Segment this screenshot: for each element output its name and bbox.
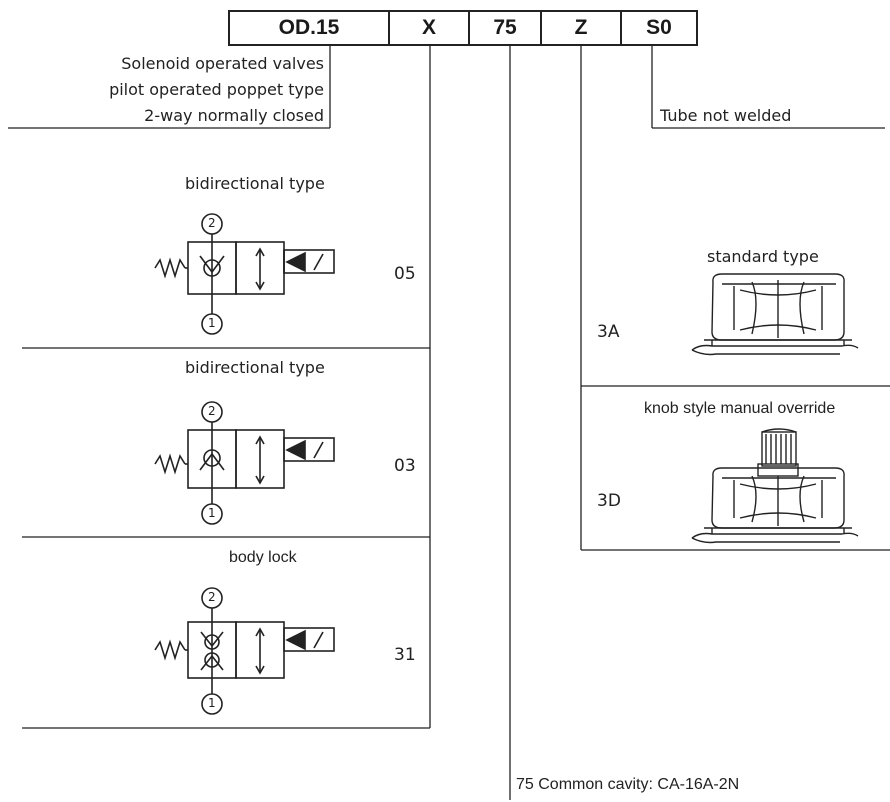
port-1-label: 1 [208,696,216,710]
tube-label: Tube not welded [660,106,792,125]
valve-symbol-05 [154,213,335,335]
code-box-x: X [388,10,470,46]
series-desc-line1: Solenoid operated valves [121,54,324,73]
override-drawing-3A [691,273,859,356]
cavity-text: Common cavity: CA-16A-2N [538,776,740,793]
port-1-label: 1 [208,506,216,520]
override-code-3D: 3D [597,491,621,511]
override-title-3A: standard type [707,247,819,266]
override-drawing-3D [691,428,859,544]
port-2-label: 2 [208,216,216,230]
override-title-3D: knob style manual override [644,400,836,417]
field4-code: Z [574,16,588,39]
field2-code: X [421,16,436,39]
variant-code-31: 31 [394,645,416,665]
code-box-75: 75 [468,10,542,46]
series-desc-line2: pilot operated poppet type [109,80,324,99]
valve-symbol-31 [154,587,335,715]
port-1-label: 1 [208,316,216,330]
variant-code-05: 05 [394,264,416,284]
port-2-label: 2 [208,590,216,604]
valve-symbol-03 [154,401,335,525]
variant-code-03: 03 [394,456,416,476]
series-desc-line3: 2-way normally closed [144,106,324,125]
series-code: OD.15 [278,16,340,39]
field3-code: 75 [493,16,517,39]
code-box-s0: S0 [620,10,698,46]
cavity-code: 75 [516,776,534,793]
port-2-label: 2 [208,404,216,418]
field5-code: S0 [646,16,672,39]
cavity-label: 75 Common cavity: CA-16A-2N [516,776,739,794]
override-code-3A: 3A [597,322,620,342]
variant-title-03: bidirectional type [185,358,325,377]
code-box-series: OD.15 [228,10,390,46]
variant-title-31: body lock [229,549,297,566]
variant-title-05: bidirectional type [185,174,325,193]
